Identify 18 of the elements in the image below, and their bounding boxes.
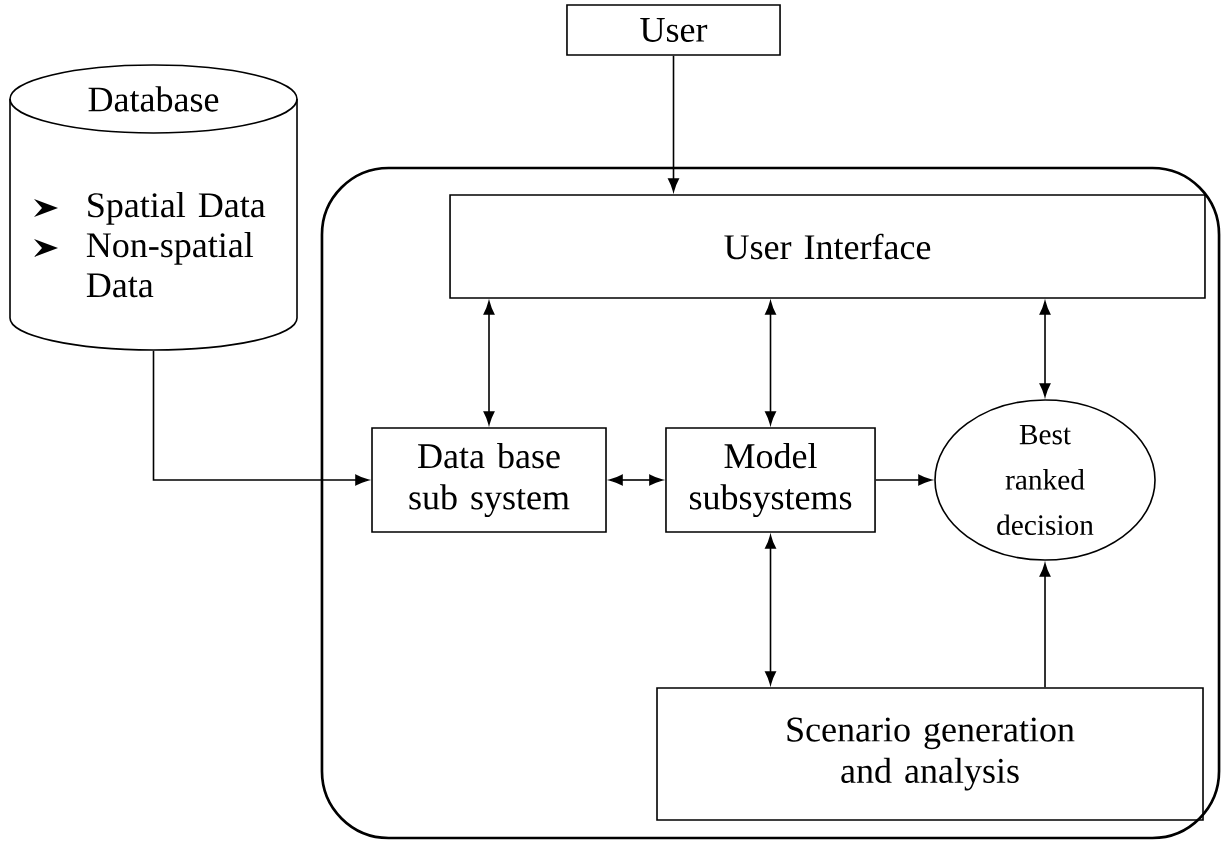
process-box: User <box>566 4 781 56</box>
arrow <box>483 301 495 425</box>
database-cylinder: Database Spatial Data Non-spatial Data <box>9 64 298 351</box>
arrow <box>1039 301 1051 397</box>
arrow <box>765 535 776 685</box>
process-box: User Interface <box>449 194 1206 299</box>
arrow <box>1039 563 1051 688</box>
process-box: Data base sub system <box>371 427 607 533</box>
arrow <box>765 301 776 425</box>
arrow <box>152 350 369 486</box>
node-label: Non-spatial Data <box>86 232 254 298</box>
arrow <box>875 474 932 486</box>
system-panel <box>320 166 1221 840</box>
arrow <box>668 55 679 192</box>
arrow <box>609 474 663 486</box>
process-box: Scenario generation and analysis <box>656 687 1204 821</box>
process-box: Model subsystems <box>665 427 876 533</box>
node-label: Spatial Data <box>88 192 266 225</box>
